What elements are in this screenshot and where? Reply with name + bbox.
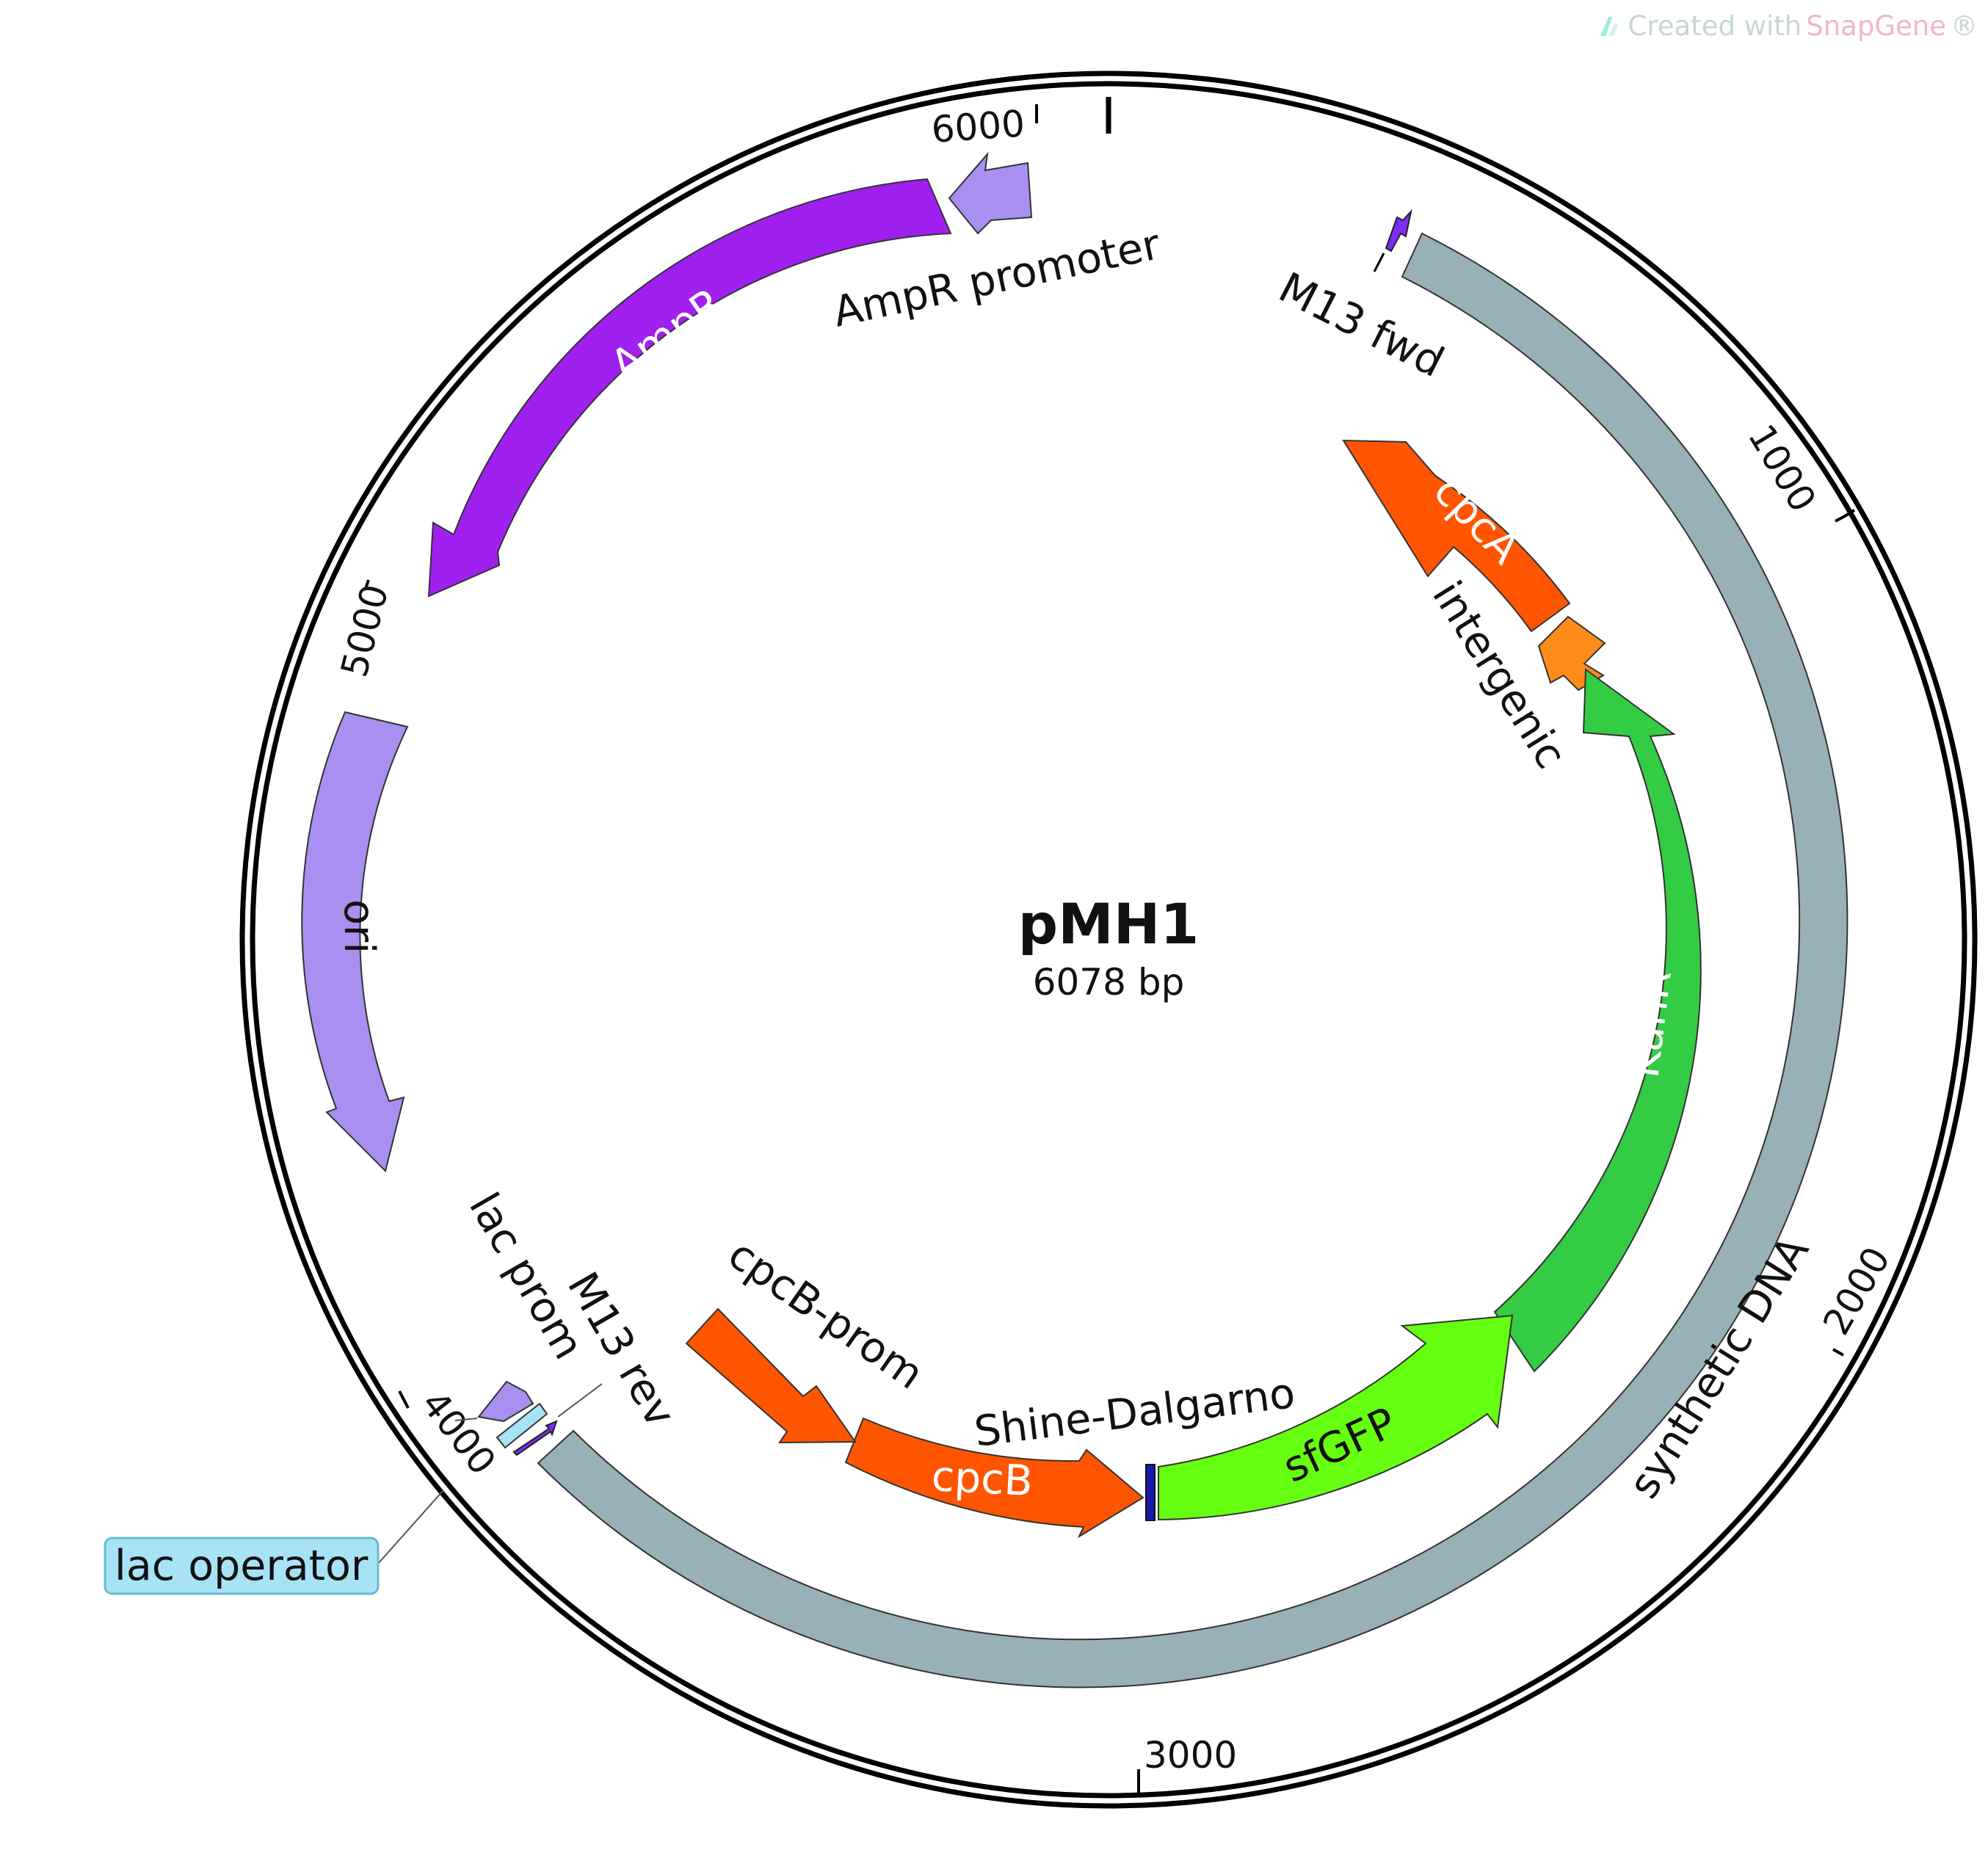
tick-label-3000: 3000 bbox=[1144, 1734, 1237, 1777]
feature-lac-operator: lac operator bbox=[104, 1383, 603, 1595]
label-lac-operator: lac operator bbox=[115, 1542, 369, 1590]
tick-3000: 3000 bbox=[1137, 1734, 1237, 1795]
label-cpcb: cpcB bbox=[930, 1452, 1034, 1506]
feature-sfgfp: sfGFP bbox=[1158, 1314, 1514, 1521]
tick-6000: 6000 bbox=[930, 102, 1038, 151]
watermark-prefix: Created with bbox=[1628, 10, 1802, 42]
backbone bbox=[239, 70, 1978, 1809]
plasmid-size: 6078 bp bbox=[1033, 961, 1185, 1004]
tick-4000: 4000 bbox=[398, 1383, 504, 1483]
label-ori: ori bbox=[335, 899, 383, 954]
watermark-suffix: ® bbox=[1951, 10, 1978, 42]
snapgene-watermark: Created with SnapGene® bbox=[1596, 10, 1978, 42]
feature-cpcb-prom: cpcB-prom bbox=[685, 1230, 932, 1444]
feature-ampr-promoter: AmpR promoter bbox=[829, 151, 1164, 337]
feature-cpcb: cpcB bbox=[844, 1417, 1144, 1539]
plasmid-name: pMH1 bbox=[1018, 891, 1200, 957]
lac-operator-callout bbox=[104, 1537, 380, 1595]
tick-label-6000: 6000 bbox=[930, 102, 1026, 151]
tick-5000: 5000 bbox=[333, 579, 396, 681]
tick-label-5000: 5000 bbox=[333, 580, 396, 681]
feature-kanr: KanR bbox=[1493, 668, 1702, 1373]
label-shine-dalgarno: Shine-Dalgarno bbox=[972, 1369, 1298, 1456]
label-lac-prom: lac prom bbox=[460, 1185, 593, 1368]
watermark-brand: SnapGene bbox=[1806, 10, 1946, 42]
feature-ampr: AmpR bbox=[427, 178, 952, 598]
feature-ori: ori bbox=[301, 711, 409, 1172]
snapgene-logo-icon bbox=[1600, 16, 1618, 36]
tick-label-4000: 4000 bbox=[413, 1383, 504, 1483]
